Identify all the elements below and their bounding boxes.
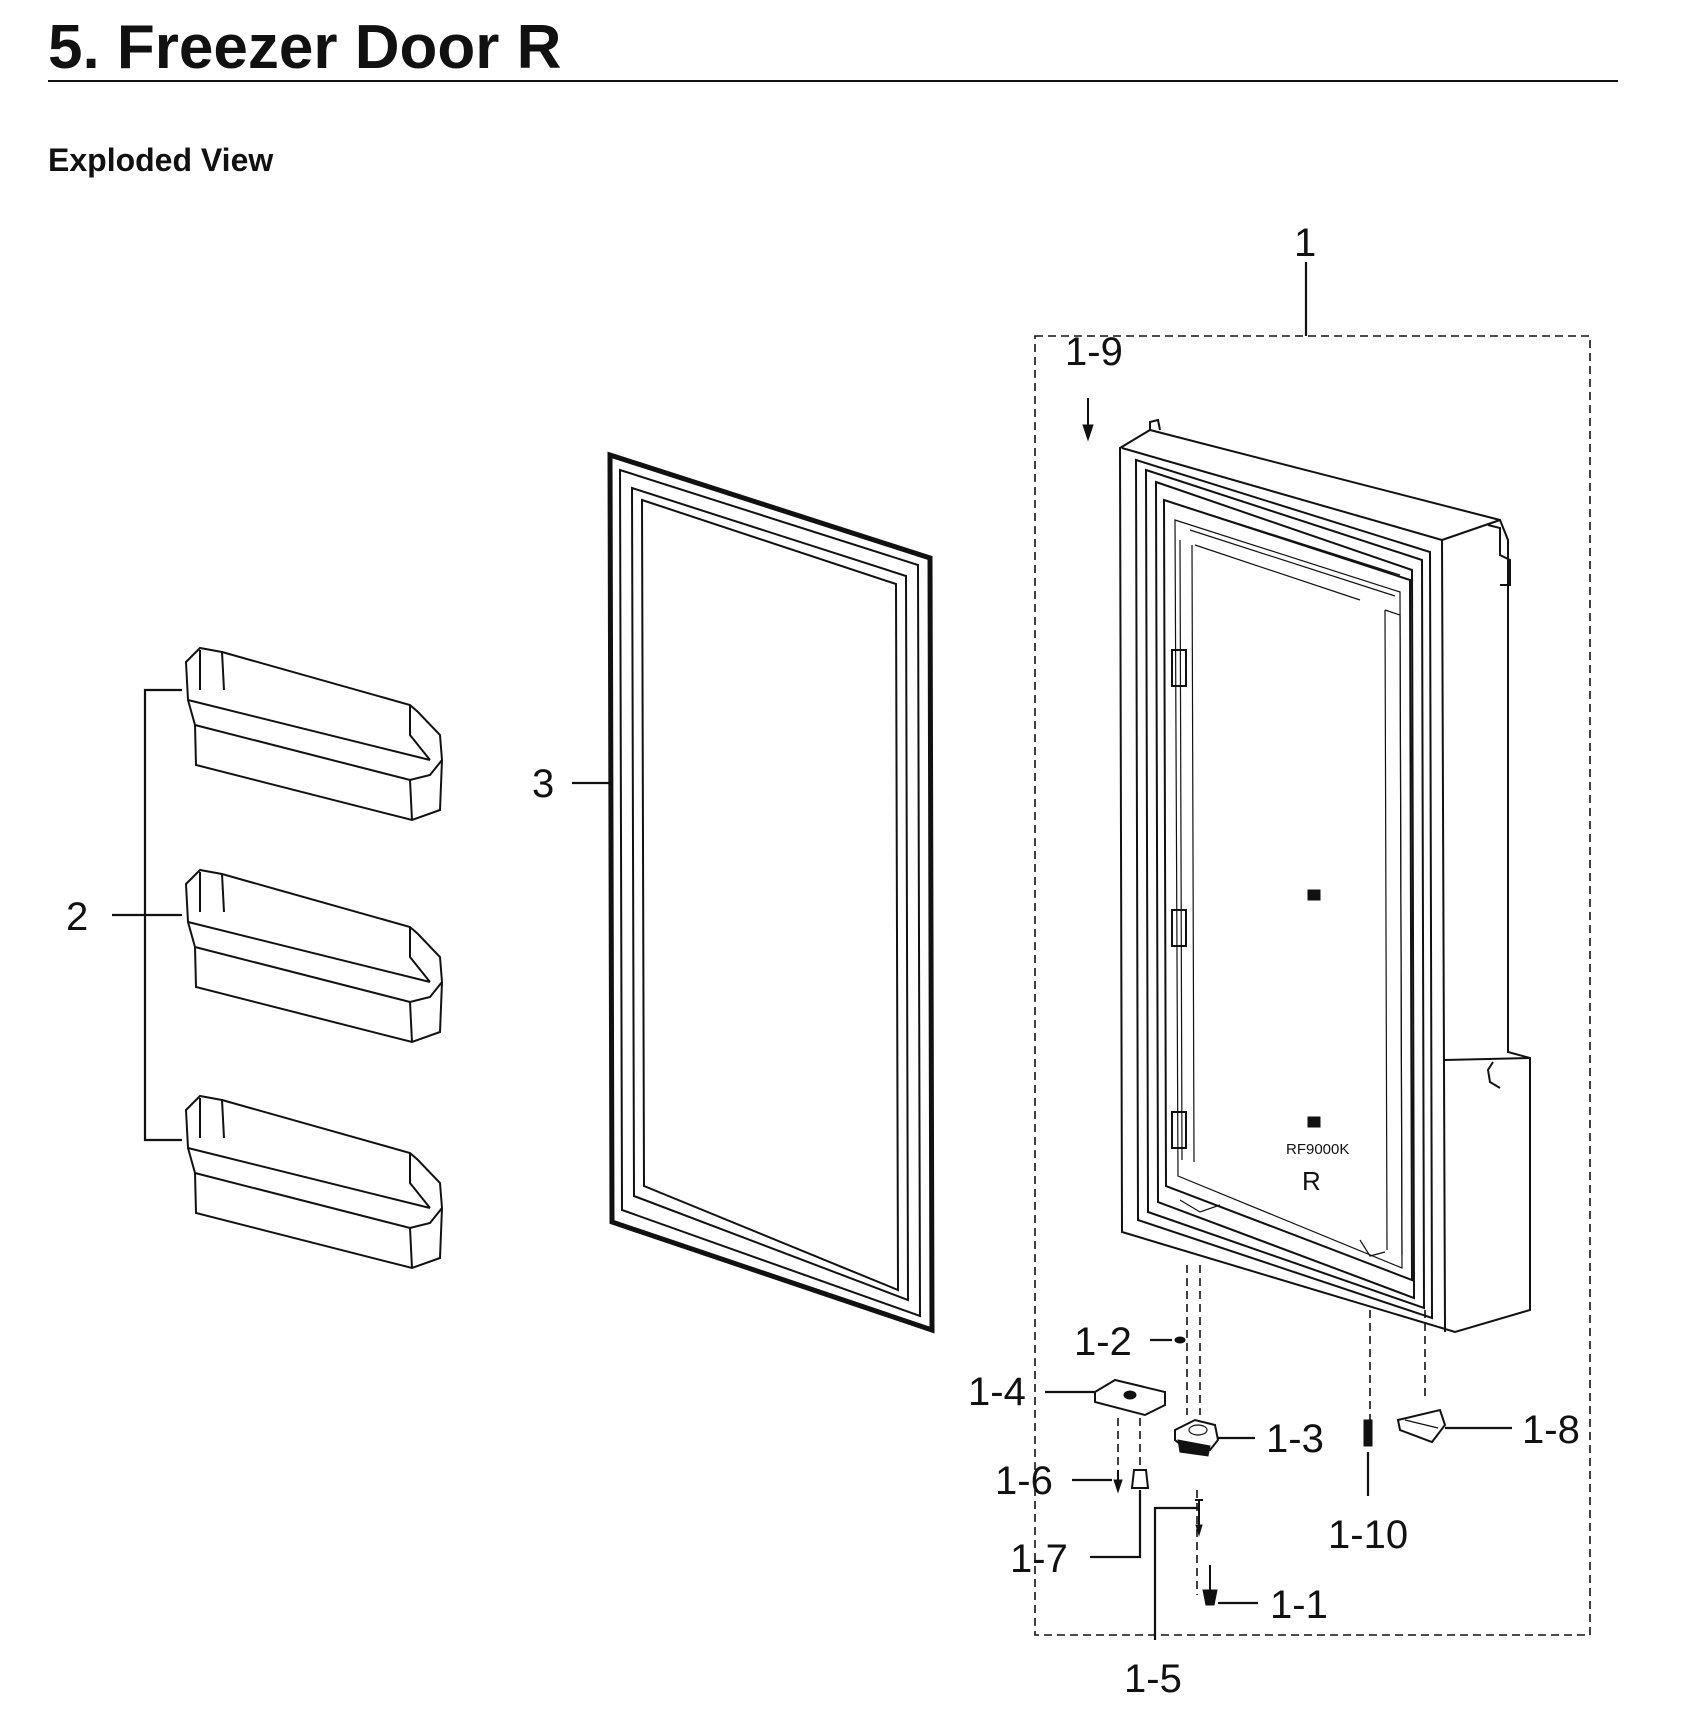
part-1-3-hinge-block	[1174, 1418, 1255, 1457]
part-1-5-screw	[1153, 1499, 1203, 1640]
part-1-8-cover	[1396, 1408, 1512, 1444]
part-1-7-bolt	[1090, 1469, 1150, 1559]
part-1-9-screw	[1082, 398, 1094, 442]
door-bin-top	[184, 646, 444, 822]
part-1-10-spring	[1363, 1419, 1373, 1496]
part-1-2-pin	[1150, 1336, 1186, 1344]
title-underline	[48, 80, 1618, 82]
door-side-marking: R	[1302, 1166, 1321, 1196]
part-1-4-hinge-plate	[1045, 1378, 1166, 1417]
door-bin-middle	[184, 868, 444, 1044]
label-part-1-3: 1-3	[1266, 1417, 1324, 1461]
label-part-2: 2	[66, 895, 88, 939]
label-part-1-6: 1-6	[995, 1459, 1053, 1503]
label-part-1-2: 1-2	[1074, 1320, 1132, 1364]
bins-bracket-leader	[112, 688, 182, 1142]
alignment-guides	[1117, 1265, 1426, 1595]
door-gasket	[572, 451, 935, 1334]
part-labels: 1 1-9 3 2 1-2 1-4 1-3 1-8 1-6 1-10 1-7 1…	[66, 221, 1580, 1701]
label-part-1-5: 1-5	[1124, 1657, 1182, 1701]
part-1-6-screw	[1072, 1470, 1123, 1494]
door-assembly-boundary	[1034, 335, 1591, 1636]
section-subtitle: Exploded View	[48, 142, 274, 178]
page-title: 5. Freezer Door R	[48, 13, 562, 82]
label-part-1-7: 1-7	[1010, 1537, 1068, 1581]
door-model-marking: RF9000K	[1286, 1141, 1349, 1158]
label-part-1-4: 1-4	[968, 1370, 1026, 1414]
label-part-1-1: 1-1	[1270, 1583, 1328, 1627]
label-part-1-10: 1-10	[1328, 1513, 1408, 1557]
door-bins-group	[112, 646, 444, 1270]
door-liner	[1118, 418, 1531, 1334]
part-1-1-screw	[1202, 1565, 1258, 1606]
label-part-1-8: 1-8	[1522, 1408, 1580, 1452]
label-part-1-9: 1-9	[1065, 330, 1123, 374]
door-bin-bottom	[184, 1094, 444, 1270]
label-part-3: 3	[532, 762, 554, 806]
label-part-1: 1	[1294, 221, 1316, 265]
